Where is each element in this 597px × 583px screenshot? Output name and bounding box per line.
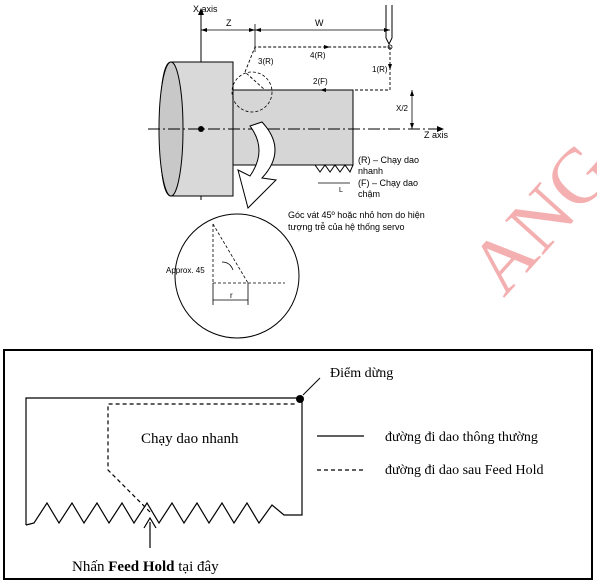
magnified-circle (174, 213, 300, 339)
legend-f-line2: chậm (358, 189, 380, 199)
tool-path (244, 46, 391, 91)
step-3-label: 3(R) (258, 57, 274, 66)
legend-f-line1: (F) – Chạy dao (358, 178, 418, 188)
note-line2: tượng trễ của hệ thống servo (288, 222, 405, 232)
tool-tip (385, 37, 393, 46)
stop-point-leader (302, 377, 321, 396)
step-2-label: 2(F) (313, 77, 328, 86)
rapid-feed-label: Chạy dao nhanh (141, 431, 239, 447)
origin-point (198, 126, 204, 132)
path-arrow-2 (320, 88, 326, 92)
press-prefix: Nhấn (72, 559, 108, 575)
stop-point-label: Điểm dừng (330, 366, 393, 381)
w-dim-label: W (315, 18, 324, 28)
feed-hold-panel: Điểm dừng Chạy dao nhanh đường đi dao th… (3, 349, 593, 580)
workpiece-body (232, 89, 354, 166)
l-label: L (339, 187, 343, 194)
feed-hold-arrow-head (143, 516, 157, 529)
mag-chamfer-dashed (212, 223, 249, 284)
z-dim-label: Z (226, 18, 232, 28)
x-axis-label: X axis (193, 4, 218, 14)
x-half-label: X/2 (396, 104, 409, 113)
approx-label: Approx. 45 (166, 266, 205, 275)
dim-arrow-w-right (384, 28, 390, 32)
step-4-label: 4(R) (310, 51, 326, 60)
press-suffix: tại đây (175, 559, 220, 575)
step-1-label: 1(R) (372, 65, 388, 74)
thread-teeth (314, 164, 354, 174)
press-feed-hold-label: Nhấn Feed Hold tại đây (72, 559, 219, 575)
legend-r-line1: (R) – Chạy dao (358, 155, 419, 165)
dim-arrow-z-left (201, 28, 207, 32)
path-arrow-1 (388, 64, 392, 70)
magnify-arrow (237, 121, 278, 209)
x-half-arrow-bottom (410, 123, 414, 129)
angle-arc (221, 261, 234, 271)
solid-tool-path (25, 397, 303, 526)
legend-r-line2: nhanh (358, 166, 383, 176)
stop-point-marker (296, 395, 304, 403)
panel-border (3, 349, 593, 580)
watermark-text: ANG (452, 126, 597, 310)
dim-arrow-z-right (249, 28, 255, 32)
z-axis-label: Z axis (424, 130, 449, 140)
detail-circle (231, 71, 273, 113)
z-axis-arrow (437, 126, 444, 132)
note-line1: Góc vát 45º hoặc nhỏ hơn do hiện (288, 210, 425, 220)
x-half-arrow-top (410, 90, 414, 96)
path-arrow-4 (324, 45, 330, 49)
dashed-tool-path (107, 403, 296, 513)
x-axis-arrow (198, 8, 204, 15)
lathe-schematic: X axis Z axis Z W 1(R) 2(F) 3( (148, 4, 449, 339)
legend-dashed-label: đường đi dao sau Feed Hold (385, 463, 543, 478)
dim-arrow-w-left (255, 28, 261, 32)
r-label: r (230, 291, 233, 300)
legend-solid-label: đường đi dao thông thường (385, 430, 538, 445)
press-bold: Feed Hold (108, 559, 175, 575)
